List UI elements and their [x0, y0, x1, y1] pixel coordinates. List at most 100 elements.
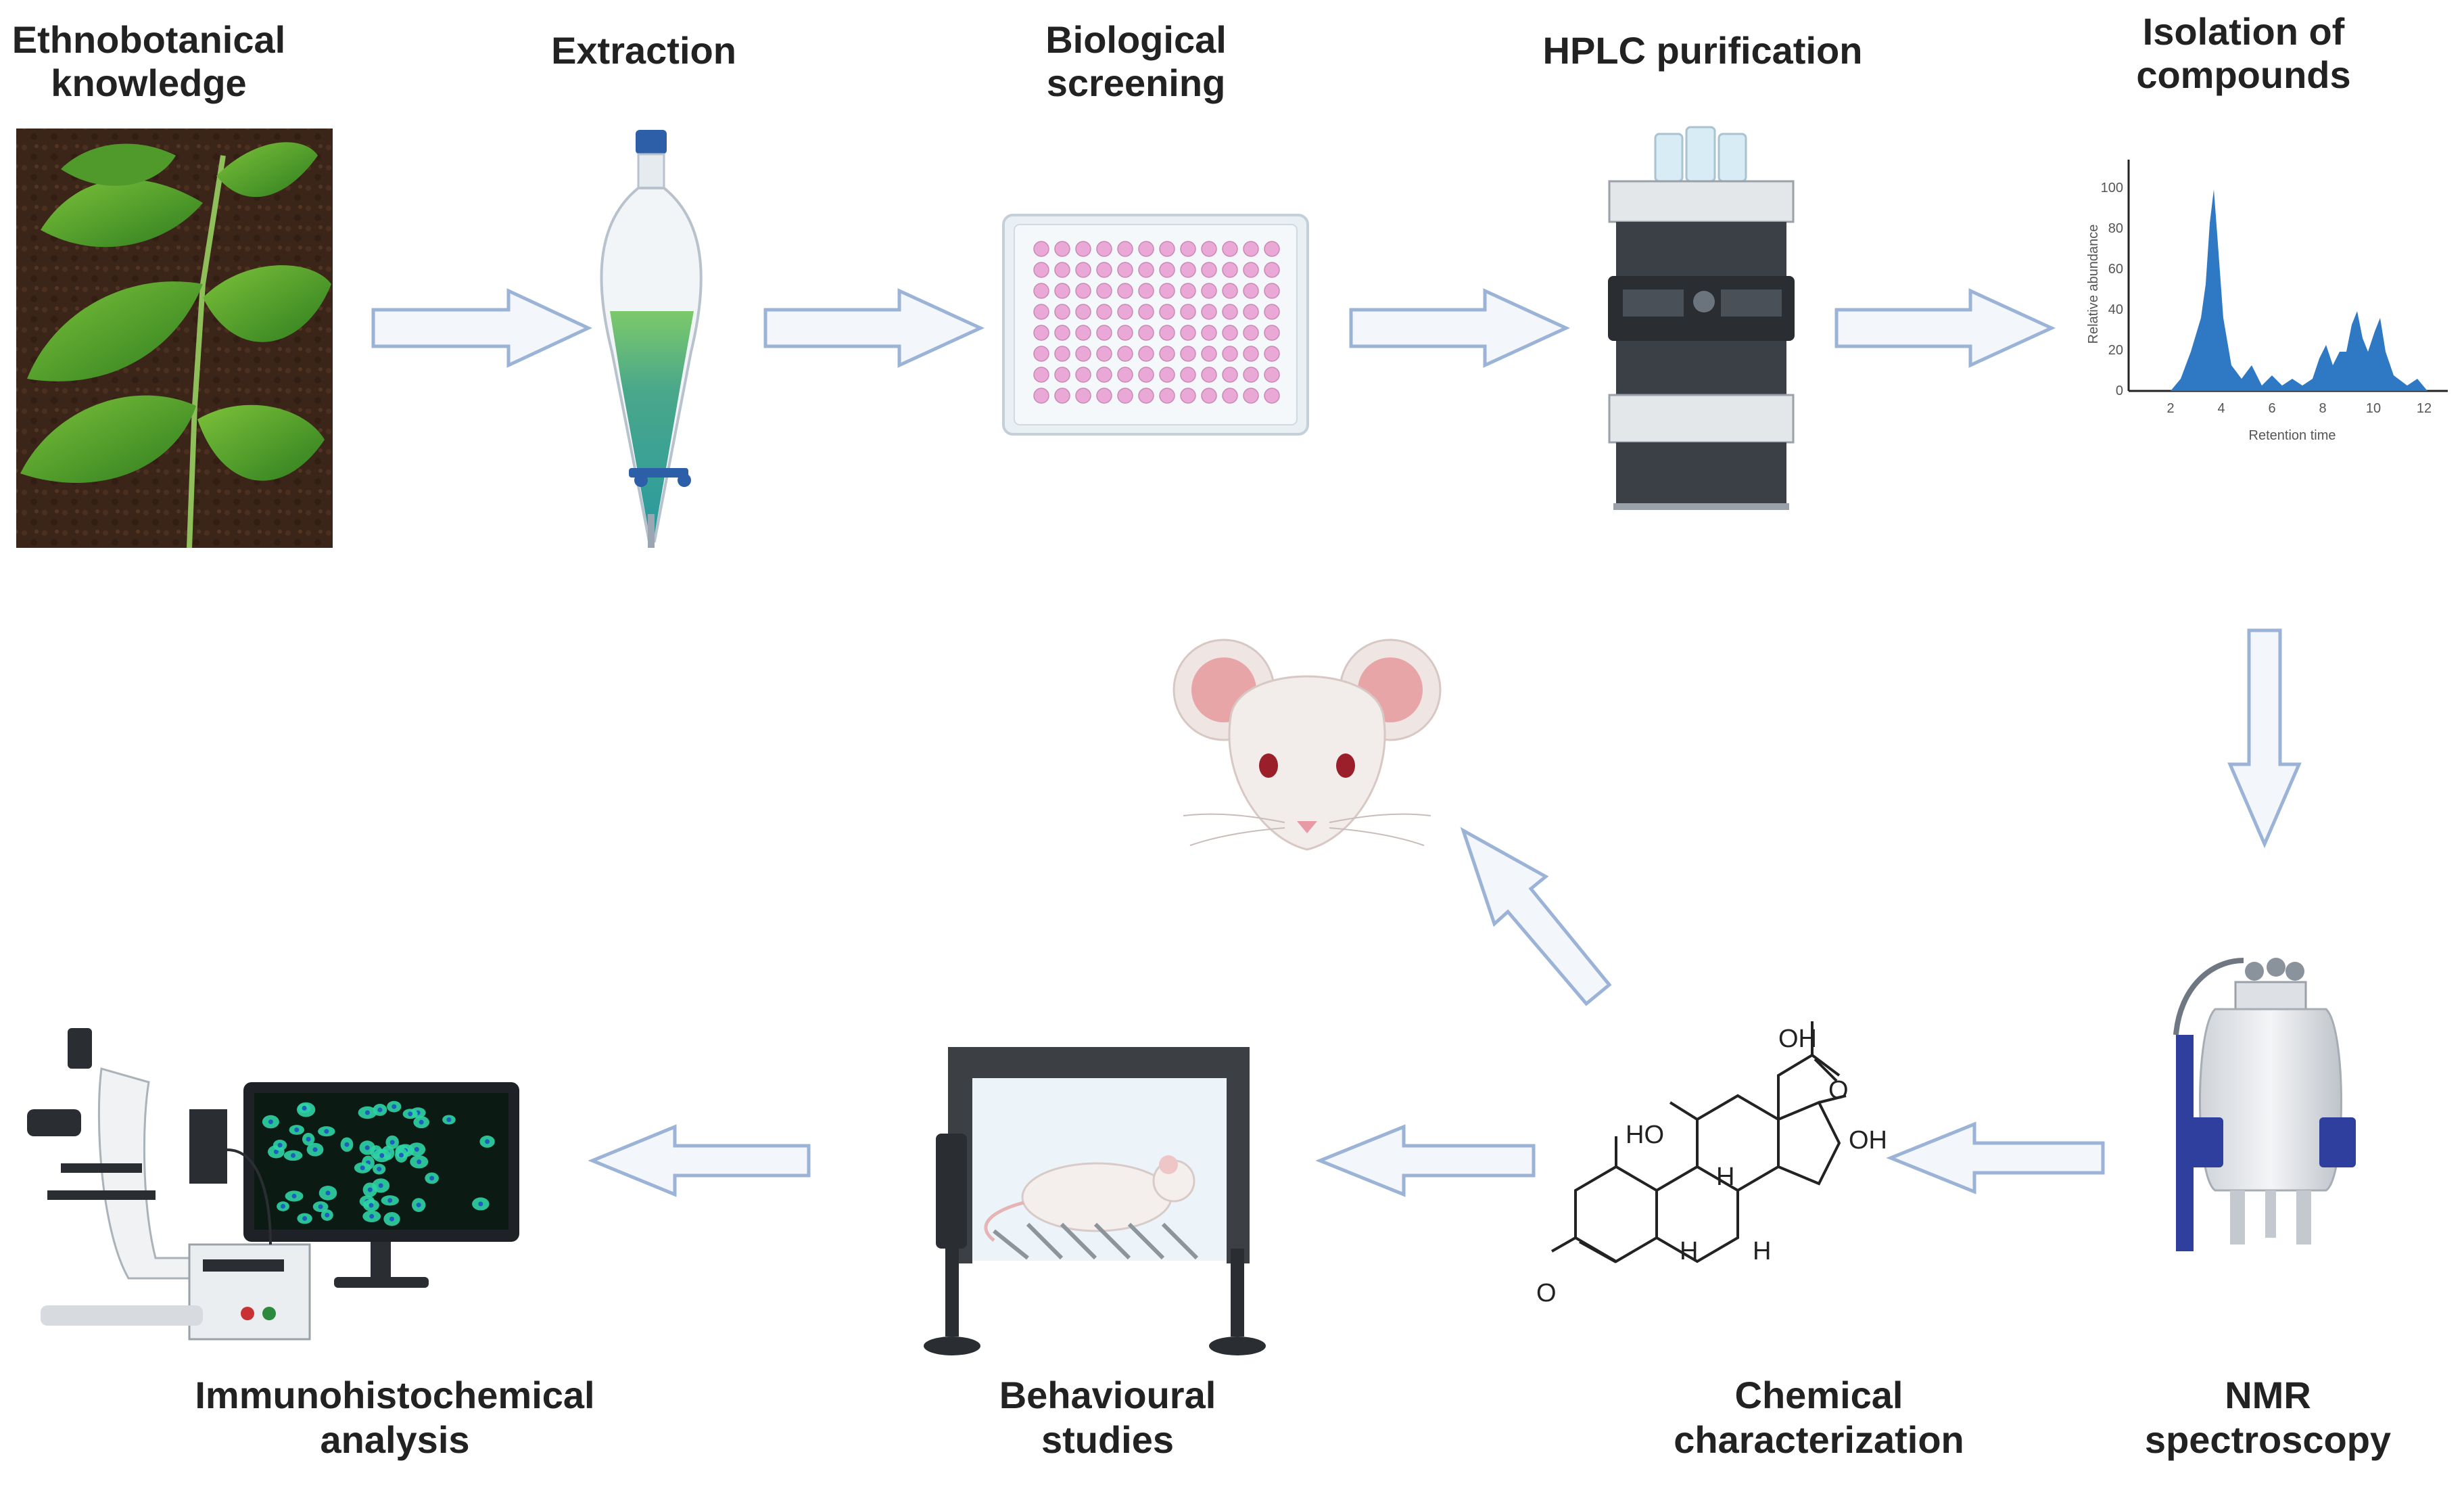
plate-well: [1096, 304, 1112, 320]
arrow-hplc-to-isolation: [1834, 288, 2056, 368]
label-ethnobotanical-knowledge: Ethnobotanical knowledge: [12, 18, 285, 104]
cell-nucleus: [387, 1198, 393, 1203]
cell-nucleus: [446, 1117, 452, 1123]
cell-nucleus: [378, 1183, 383, 1188]
plate-well: [1264, 304, 1280, 320]
cell-nucleus: [324, 1129, 329, 1134]
plate-well: [1138, 283, 1154, 299]
svg-text:Ethnobotanical: Ethnobotanical: [12, 18, 285, 61]
plate-well: [1180, 241, 1196, 257]
plate-well: [1243, 367, 1259, 383]
plate-well: [1180, 388, 1196, 404]
plate-well: [1054, 241, 1070, 257]
chromatogram-xticks: 2 4 6 8 10 12: [2166, 401, 2432, 416]
plate-well: [1201, 325, 1217, 341]
plate-well: [1075, 283, 1091, 299]
svg-text:H: H: [1680, 1237, 1698, 1265]
plate-well: [1222, 325, 1238, 341]
svg-text:20: 20: [2108, 343, 2123, 358]
cell-nucleus: [367, 1187, 373, 1192]
cell-nucleus: [369, 1203, 374, 1208]
plate-well: [1117, 304, 1133, 320]
label-isolation-of-compounds: Isolation of compounds: [2136, 10, 2350, 96]
svg-text:6: 6: [2268, 401, 2275, 416]
svg-text:40: 40: [2108, 302, 2123, 317]
plate-well: [1264, 241, 1280, 257]
plate-well: [1264, 325, 1280, 341]
label-extraction: Extraction: [551, 29, 736, 72]
microscope-workstation-icon: [27, 1028, 519, 1341]
svg-text:OH: OH: [1849, 1126, 1887, 1155]
plate-well: [1117, 241, 1133, 257]
label-behavioural-studies: Behavioural studies: [999, 1374, 1216, 1461]
svg-text:12: 12: [2417, 401, 2432, 416]
plate-well: [1138, 325, 1154, 341]
arrow-behavioural-to-immuno: [588, 1124, 811, 1197]
svg-text:OH: OH: [1778, 1025, 1817, 1053]
nmr-spectrometer-icon: [2173, 958, 2356, 1251]
plate-well: [1033, 262, 1049, 278]
plate-wells: [1033, 241, 1280, 404]
plate-well: [1033, 346, 1049, 362]
label-nmr-spectroscopy: NMR spectroscopy: [2145, 1374, 2391, 1461]
cell-nucleus: [312, 1147, 318, 1153]
svg-text:60: 60: [2108, 262, 2123, 277]
plate-well: [1201, 304, 1217, 320]
leaf-photo: [16, 129, 333, 549]
cell-nucleus: [306, 1136, 311, 1142]
plate-well: [1201, 346, 1217, 362]
plate-well: [1222, 241, 1238, 257]
plate-well: [1117, 346, 1133, 362]
cell-nucleus: [291, 1153, 296, 1158]
svg-text:8: 8: [2319, 401, 2326, 416]
svg-text:100: 100: [2101, 181, 2123, 195]
plate-well: [1096, 283, 1112, 299]
plate-well: [1222, 262, 1238, 278]
cell-nucleus: [399, 1153, 404, 1158]
plate-well: [1033, 388, 1049, 404]
svg-text:H: H: [1753, 1237, 1771, 1265]
cell-nucleus: [364, 1110, 370, 1115]
svg-text:Chemical: Chemical: [1735, 1374, 1903, 1416]
plate-well: [1243, 304, 1259, 320]
plate-well: [1075, 304, 1091, 320]
plate-well: [1201, 367, 1217, 383]
plate-well: [1264, 367, 1280, 383]
arrow-extraction-to-screening: [763, 288, 985, 368]
svg-text:HPLC purification: HPLC purification: [1543, 29, 1863, 72]
svg-text:2: 2: [2166, 401, 2174, 416]
svg-text:Isolation of: Isolation of: [2143, 10, 2345, 53]
plate-well: [1201, 262, 1217, 278]
svg-text:analysis: analysis: [320, 1418, 469, 1461]
plate-well: [1159, 304, 1175, 320]
plate-well: [1117, 283, 1133, 299]
plate-well: [1264, 283, 1280, 299]
svg-text:80: 80: [2108, 221, 2123, 236]
plate-well: [1033, 241, 1049, 257]
plate-well: [1138, 388, 1154, 404]
molecule-atom-labels: OH O OH HO H H H O: [1536, 1025, 1887, 1307]
cell-nucleus: [302, 1216, 308, 1222]
plate-well: [1117, 388, 1133, 404]
cell-nucleus: [408, 1111, 413, 1117]
cell-nucleus: [369, 1213, 375, 1219]
plate-well: [1096, 325, 1112, 341]
arrow-chemical-to-behavioural: [1315, 1124, 1536, 1197]
plate-well: [1201, 283, 1217, 299]
cell-nucleus: [379, 1153, 385, 1158]
cell-nucleus: [360, 1165, 365, 1171]
plate-well: [1033, 304, 1049, 320]
chromatogram-chart: 0 20 40 60 80 100 2 4 6 8 10 12 Retentio…: [2086, 160, 2448, 443]
plate-well: [1180, 304, 1196, 320]
plate-well: [1075, 241, 1091, 257]
cell-nucleus: [318, 1204, 323, 1209]
cell-nucleus: [277, 1142, 283, 1148]
svg-text:Biological: Biological: [1045, 18, 1227, 61]
plate-well: [1117, 262, 1133, 278]
plate-well: [1243, 346, 1259, 362]
cell-nucleus: [485, 1139, 490, 1144]
plate-well: [1222, 283, 1238, 299]
plate-well: [1138, 304, 1154, 320]
plate-well: [1159, 325, 1175, 341]
